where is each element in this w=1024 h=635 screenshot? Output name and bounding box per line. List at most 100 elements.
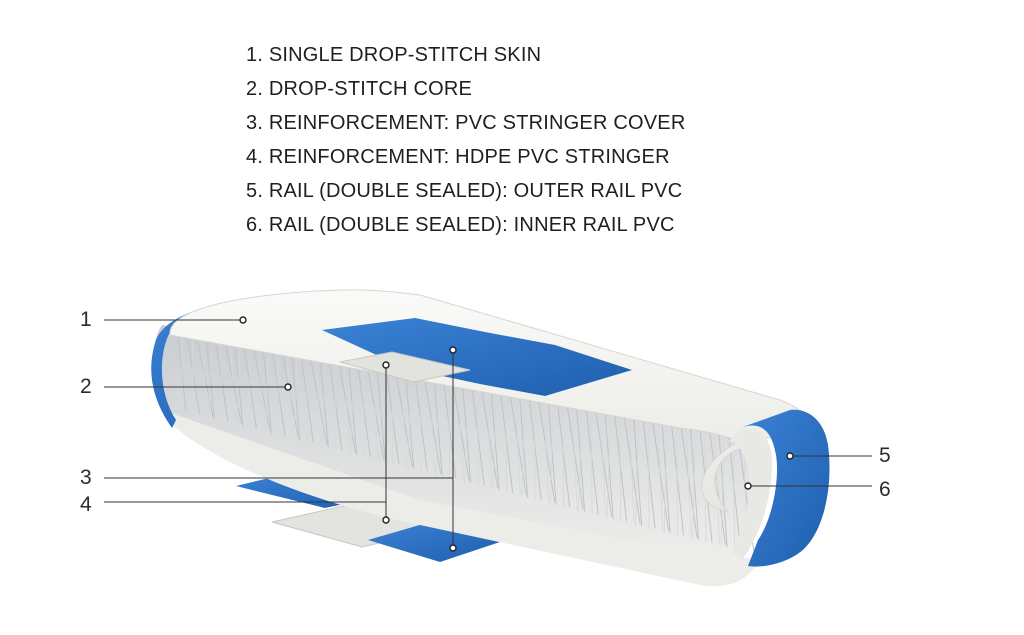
drop-stitch-thread bbox=[386, 373, 400, 465]
drop-stitch-thread bbox=[395, 374, 413, 467]
drop-stitch-thread bbox=[262, 351, 272, 434]
legend-item-1: 1. SINGLE DROP-STITCH SKIN bbox=[246, 44, 542, 66]
drop-stitch-thread bbox=[671, 424, 685, 536]
drop-stitch-thread bbox=[661, 422, 671, 534]
drop-stitch-thread bbox=[476, 389, 479, 486]
drop-stitch-thread bbox=[680, 425, 698, 538]
drop-stitch-thread bbox=[277, 353, 280, 436]
drop-stitch-thread bbox=[642, 418, 656, 529]
legend-list: 1. SINGLE DROP-STITCH SKIN 2. DROP-STITC… bbox=[246, 38, 685, 242]
top-deck-skin bbox=[169, 289, 807, 514]
right-rail-outer-blue bbox=[740, 409, 830, 567]
callout-6: 6 bbox=[879, 478, 891, 501]
drop-stitch-thread bbox=[424, 379, 442, 474]
drop-stitch-thread bbox=[186, 337, 200, 415]
drop-stitch-thread bbox=[528, 398, 542, 500]
drop-stitch-thread bbox=[305, 359, 308, 443]
drop-stitch-thread bbox=[500, 393, 514, 493]
drop-stitch-thread bbox=[414, 378, 428, 472]
drop-stitch-thread bbox=[205, 341, 215, 420]
drop-stitch-thread bbox=[604, 412, 614, 519]
drop-stitch-thread bbox=[357, 368, 371, 458]
drop-stitch-thread bbox=[600, 411, 607, 517]
drop-stitch-thread bbox=[692, 428, 696, 541]
bottom-stringer-cover-blue-right bbox=[368, 522, 500, 562]
top-stringer-cover-blue bbox=[322, 318, 632, 396]
drop-stitch-thread bbox=[201, 340, 208, 417]
drop-stitch-thread bbox=[405, 376, 415, 469]
drop-stitch-thread bbox=[224, 344, 242, 424]
leader-dots bbox=[239, 316, 794, 552]
drop-stitch-thread bbox=[234, 346, 244, 427]
drop-stitch-thread bbox=[291, 356, 301, 441]
drop-stitch-thread bbox=[606, 413, 611, 519]
drop-stitch-thread bbox=[714, 431, 720, 545]
drop-stitch-thread bbox=[196, 339, 214, 417]
drop-stitch-thread bbox=[519, 396, 529, 498]
legend-item-2: 2. DROP-STITCH CORE bbox=[246, 78, 473, 100]
drop-stitch-thread bbox=[452, 385, 470, 481]
drop-stitch-thread bbox=[514, 396, 521, 496]
drop-stitch-thread bbox=[367, 369, 385, 460]
right-rail-inner bbox=[728, 428, 772, 560]
drop-stitch-thread bbox=[718, 432, 728, 548]
drop-stitch-threads bbox=[177, 335, 755, 553]
drop-stitch-thread bbox=[230, 345, 236, 424]
drop-stitch-thread bbox=[690, 427, 700, 541]
drop-stitch-thread bbox=[376, 371, 386, 462]
callout-5: 5 bbox=[879, 444, 891, 467]
callout-1: 1 bbox=[80, 308, 92, 331]
drop-stitch-thread bbox=[378, 372, 383, 462]
top-stringer-grey bbox=[339, 351, 471, 383]
drop-stitch-thread bbox=[310, 359, 328, 446]
drop-stitch-thread bbox=[315, 360, 322, 446]
drop-stitch-thread bbox=[652, 420, 670, 531]
drop-stitch-thread bbox=[464, 387, 469, 484]
drop-stitch-thread bbox=[249, 348, 251, 429]
drop-stitch-thread bbox=[391, 374, 394, 465]
drop-stitch-thread bbox=[557, 403, 571, 507]
drop-stitch-thread bbox=[663, 423, 668, 534]
drop-stitch-thread bbox=[566, 405, 584, 510]
drop-stitch-thread bbox=[329, 363, 343, 451]
drop-stitch-thread bbox=[407, 377, 412, 469]
drop-stitch-thread bbox=[733, 435, 735, 550]
drop-stitch-thread bbox=[258, 350, 265, 432]
drop-stitch-thread bbox=[372, 370, 379, 460]
drop-stitch-thread bbox=[433, 381, 443, 477]
drop-stitch-thread bbox=[343, 365, 350, 453]
drop-stitch-thread bbox=[505, 394, 508, 493]
drop-stitch-thread bbox=[576, 407, 586, 512]
drop-stitch-thread bbox=[448, 384, 451, 479]
drop-stitch-thread bbox=[319, 361, 329, 448]
drop-stitch-thread bbox=[338, 364, 356, 453]
drop-stitch-thread bbox=[179, 336, 184, 413]
legend-item-5: 5. RAIL (DOUBLE SEALED): OUTER RAIL PVC bbox=[246, 180, 683, 202]
drop-stitch-thread bbox=[192, 338, 194, 415]
drop-stitch-thread bbox=[571, 406, 578, 510]
callout-2: 2 bbox=[80, 375, 92, 398]
drop-stitch-thread bbox=[471, 388, 485, 486]
drop-stitch-thread bbox=[635, 418, 639, 526]
legend-item-6: 6. RAIL (DOUBLE SEALED): INNER RAIL PVC bbox=[246, 214, 675, 236]
drop-stitch-thread bbox=[400, 375, 407, 467]
drop-stitch-thread bbox=[321, 362, 326, 448]
drop-stitch-thread bbox=[614, 413, 628, 522]
drop-stitch-thread bbox=[647, 420, 650, 529]
drop-stitch-thread bbox=[429, 381, 436, 474]
leader-lines bbox=[104, 319, 872, 548]
drop-stitch-thread bbox=[709, 430, 727, 545]
drop-stitch-thread bbox=[628, 416, 635, 524]
drop-stitch-thread bbox=[623, 415, 641, 524]
drop-stitch-thread bbox=[578, 408, 583, 512]
callout-4: 4 bbox=[80, 493, 92, 516]
drop-stitch-thread bbox=[549, 403, 554, 505]
drop-stitch-thread bbox=[215, 342, 229, 422]
drop-stitch-thread bbox=[208, 342, 212, 420]
drop-stitch-thread bbox=[676, 425, 678, 536]
drop-stitch-thread bbox=[334, 364, 337, 450]
legend-item-3: 3. REINFORCEMENT: PVC STRINGER COVER bbox=[246, 112, 686, 134]
drop-stitch-thread bbox=[547, 402, 557, 505]
drop-stitch-thread bbox=[619, 414, 622, 522]
